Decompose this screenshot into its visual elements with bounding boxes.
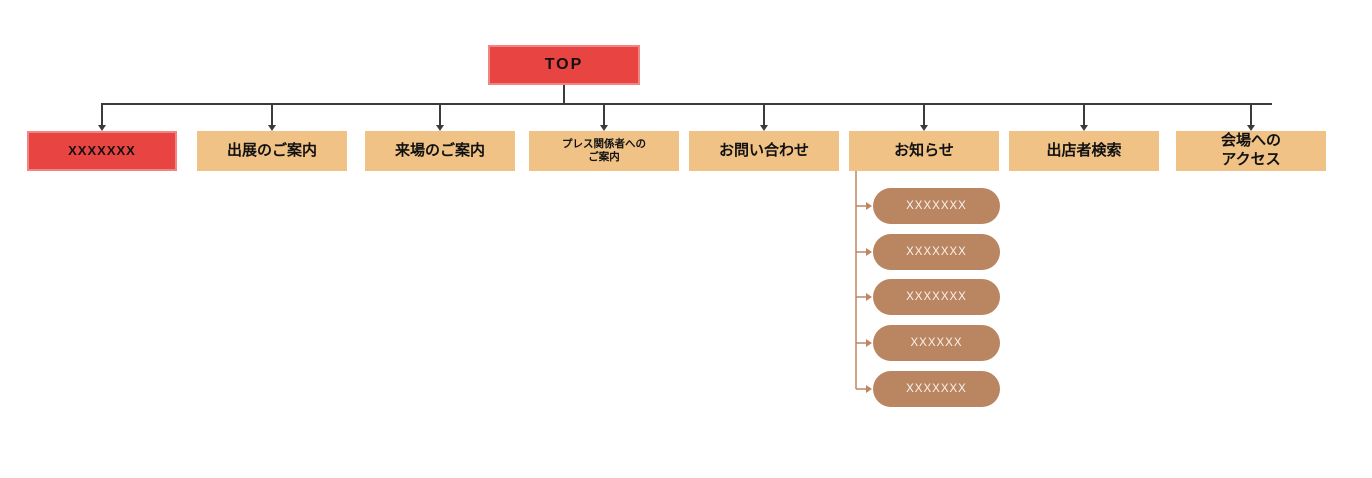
node-label: お知らせ: [894, 141, 954, 159]
node-placeholder: XXXXXXX: [27, 131, 177, 171]
node-press-guide: プレス関係者への ご案内: [529, 131, 679, 171]
news-item-label: XXXXXXX: [906, 200, 967, 212]
news-item-label: XXXXXX: [910, 337, 963, 349]
node-label: 出店者検索: [1046, 141, 1122, 159]
news-item-3: XXXXXXX: [873, 279, 1000, 315]
node-visitor-guide: 来場のご案内: [365, 131, 515, 171]
node-label: XXXXXXX: [68, 142, 136, 158]
node-contact: お問い合わせ: [689, 131, 839, 171]
news-item-1: XXXXXXX: [873, 188, 1000, 224]
node-label: 来場のご案内: [394, 141, 485, 159]
news-item-label: XXXXXXX: [906, 246, 967, 258]
node-label: 出展のご案内: [226, 141, 317, 159]
news-item-4: XXXXXX: [873, 325, 1000, 361]
node-label: プレス関係者への ご案内: [562, 137, 646, 163]
node-top: TOP: [488, 45, 640, 85]
node-exhibitor-search: 出店者検索: [1009, 131, 1159, 171]
node-label: 会場への アクセス: [1220, 132, 1281, 168]
node-label: お問い合わせ: [718, 141, 809, 159]
node-news: お知らせ: [849, 131, 999, 171]
news-item-2: XXXXXXX: [873, 234, 1000, 270]
node-venue-access: 会場への アクセス: [1176, 131, 1326, 171]
node-exhibition-guide: 出展のご案内: [197, 131, 347, 171]
news-item-label: XXXXXXX: [906, 383, 967, 395]
news-item-label: XXXXXXX: [906, 291, 967, 303]
node-top-label: TOP: [544, 56, 584, 73]
news-item-5: XXXXXXX: [873, 371, 1000, 407]
